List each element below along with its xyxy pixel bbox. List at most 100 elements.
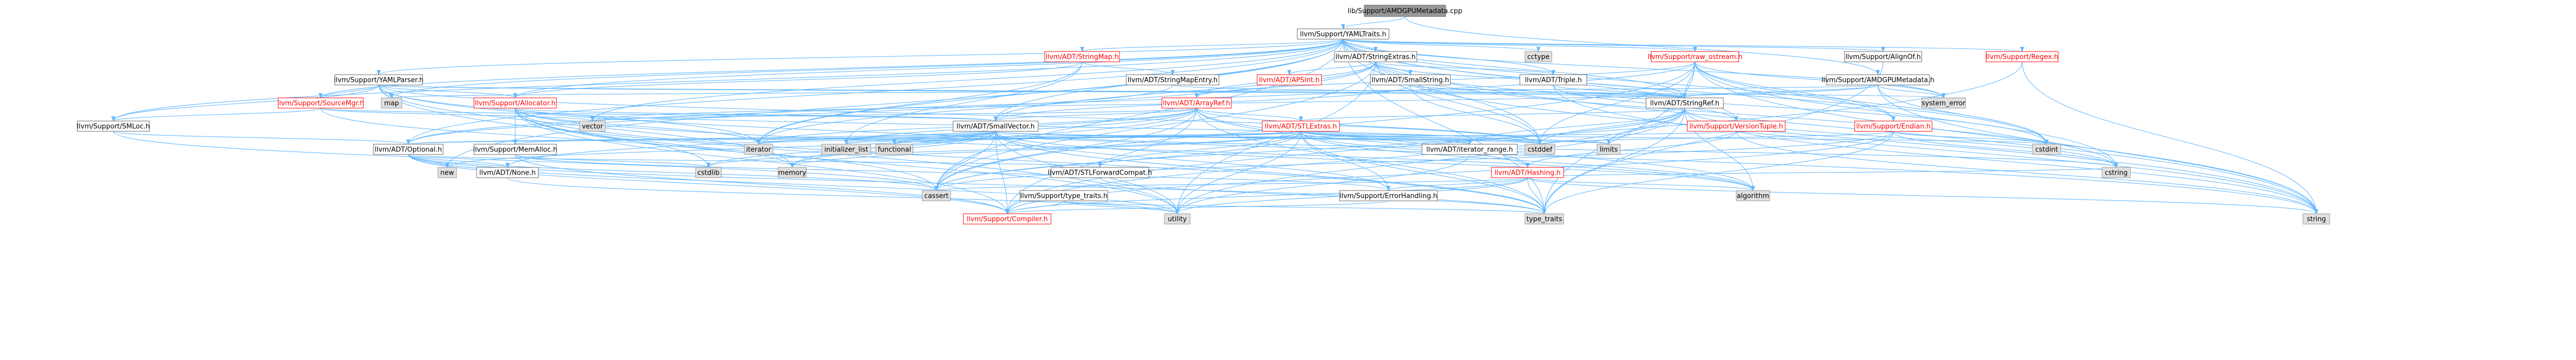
edge-stringextras-to-string	[1375, 61, 2318, 214]
node-versiontuple[interactable]: llvm/Support/VersionTuple.h	[1687, 121, 1786, 132]
node-type_traits[interactable]: type_traits	[1524, 213, 1564, 225]
node-string[interactable]: string	[2302, 213, 2330, 225]
node-label: llvm/Support/type_traits.h	[1020, 193, 1108, 200]
node-apsint[interactable]: llvm/ADT/APSInt.h	[1257, 74, 1322, 85]
edge-iterator_range-to-utility	[1175, 154, 1470, 214]
edge-yamltraits-to-stringmap	[1080, 39, 1344, 52]
node-none[interactable]: llvm/ADT/None.h	[476, 167, 539, 178]
dependency-edges	[111, 16, 2318, 214]
edge-stringmap-to-iterator	[756, 61, 1083, 145]
edge-yamlparser-to-allocator	[378, 84, 517, 98]
node-raw_ostream[interactable]: llvm/Support/raw_ostream.h	[1648, 51, 1742, 62]
node-limits[interactable]: limits	[1597, 144, 1621, 155]
node-box	[476, 167, 539, 178]
node-errorhandling[interactable]: llvm/Support/ErrorHandling.h	[1339, 190, 1438, 201]
node-stringmap[interactable]: llvm/ADT/StringMap.h	[1044, 51, 1120, 62]
node-label: llvm/Support/Allocator.h	[475, 100, 556, 108]
edge-regex-to-compiler	[1005, 61, 2023, 214]
node-allocator[interactable]: llvm/Support/Allocator.h	[473, 97, 557, 109]
node-root[interactable]: lib/Support/AMDGPUMetadata.cpp	[1348, 5, 1463, 17]
edge-stringextras-to-cassert	[934, 61, 1376, 191]
node-label: llvm/ADT/Optional.h	[375, 146, 442, 154]
edge-amdgpumeta-to-map	[391, 84, 1878, 98]
node-cstring[interactable]: cstring	[2102, 167, 2131, 178]
edge-amdgpumeta-to-stringref	[1683, 84, 1878, 98]
node-box	[2032, 144, 2061, 155]
edge-yamltraits-to-type_traits	[1343, 39, 1547, 214]
node-new[interactable]: new	[437, 167, 457, 178]
node-optional[interactable]: llvm/ADT/Optional.h	[373, 144, 444, 155]
node-triple[interactable]: llvm/ADT/Triple.h	[1519, 74, 1587, 85]
node-label: system_error	[1922, 100, 1966, 108]
edge-stringref-to-stlextras	[1299, 108, 1685, 122]
node-stringmapentry[interactable]: llvm/ADT/StringMapEntry.h	[1126, 74, 1219, 85]
node-yamltraits[interactable]: llvm/Support/YAMLTraits.h	[1297, 28, 1389, 40]
node-cassert[interactable]: cassert	[922, 190, 951, 201]
node-cstdlib[interactable]: cstdlib	[695, 167, 722, 178]
node-box	[1044, 51, 1120, 62]
node-cctype[interactable]: cctype	[1524, 51, 1552, 62]
node-iterator_range[interactable]: llvm/ADT/iterator_range.h	[1421, 144, 1518, 155]
edge-amdgpumeta-to-cstdint	[1877, 84, 2049, 145]
edge-stringextras-to-apsint	[1287, 61, 1376, 75]
node-label: llvm/ADT/StringMapEntry.h	[1128, 77, 1218, 84]
edge-smallvector-to-iterator_range	[995, 131, 1471, 145]
node-vector[interactable]: vector	[579, 121, 606, 132]
edge-smallvector-to-cassert	[934, 131, 996, 191]
node-amdgpumeta[interactable]: llvm/Support/AMDGPUMetadata.h	[1821, 74, 1935, 85]
edge-raw_ostream-to-cstring	[1694, 61, 2119, 168]
node-stlforward[interactable]: llvm/ADT/STLForwardCompat.h	[1048, 167, 1152, 178]
node-stringref[interactable]: llvm/ADT/StringRef.h	[1646, 97, 1724, 109]
node-sourcemgr[interactable]: llvm/Support/SourceMgr.h	[277, 97, 364, 109]
node-algorithm[interactable]: algorithm	[1736, 190, 1770, 201]
node-yamlparser[interactable]: llvm/Support/YAMLParser.h	[334, 74, 423, 85]
node-initializer_list[interactable]: initializer_list	[821, 144, 871, 155]
node-label: llvm/Support/SourceMgr.h	[277, 100, 364, 108]
edge-stlextras-to-utility	[1175, 131, 1301, 214]
node-box	[1020, 190, 1108, 201]
node-label: llvm/ADT/ArrayRef.h	[1163, 100, 1230, 108]
node-label: llvm/Support/Endian.h	[1856, 123, 1931, 131]
node-utility[interactable]: utility	[1164, 213, 1191, 225]
node-functional[interactable]: functional	[875, 144, 913, 155]
node-cstdint[interactable]: cstdint	[2032, 144, 2061, 155]
node-arrayref[interactable]: llvm/ADT/ArrayRef.h	[1161, 97, 1232, 109]
node-smallvector[interactable]: llvm/ADT/SmallVector.h	[953, 121, 1039, 132]
node-box	[77, 121, 150, 132]
edge-memalloc-to-compiler	[515, 154, 1009, 214]
node-map[interactable]: map	[381, 97, 402, 109]
edge-stringmap-to-initializer_list	[844, 61, 1083, 145]
node-stlextras[interactable]: llvm/ADT/STLExtras.h	[1262, 121, 1340, 132]
node-alignof[interactable]: llvm/Support/AlignOf.h	[1844, 51, 1922, 62]
node-compiler[interactable]: llvm/Support/Compiler.h	[963, 213, 1052, 225]
node-system_error[interactable]: system_error	[1921, 97, 1966, 109]
edge-hashing-to-errorhandling	[1386, 177, 1528, 191]
node-smallstring[interactable]: llvm/ADT/SmallString.h	[1370, 74, 1451, 85]
node-box	[1364, 5, 1446, 17]
edge-arrayref-to-stlextras	[1196, 108, 1303, 122]
node-regex[interactable]: llvm/Support/Regex.h	[1986, 51, 2059, 62]
edge-sourcemgr-to-memory	[320, 108, 794, 168]
edge-stlextras-to-cstdint	[1300, 131, 2048, 145]
node-smloc[interactable]: llvm/Support/SMLoc.h	[77, 121, 150, 132]
edge-versiontuple-to-hashing	[1526, 131, 1737, 168]
node-box	[1491, 167, 1564, 178]
node-iterator[interactable]: iterator	[744, 144, 773, 155]
node-cstddef[interactable]: cstddef	[1524, 144, 1555, 155]
node-box	[1597, 144, 1621, 155]
node-hashing[interactable]: llvm/ADT/Hashing.h	[1491, 167, 1564, 178]
edge-stlextras-to-optional	[406, 131, 1301, 145]
node-box	[278, 97, 364, 109]
node-label: initializer_list	[824, 146, 868, 154]
edge-yamltraits-to-regex	[1343, 39, 2024, 52]
node-stringextras[interactable]: llvm/ADT/StringExtras.h	[1334, 51, 1417, 62]
node-memory[interactable]: memory	[777, 167, 807, 178]
node-label: llvm/ADT/iterator_range.h	[1426, 146, 1513, 154]
edge-stringref-to-utility	[1175, 108, 1685, 214]
edge-yamltraits-to-system_error	[1343, 39, 1946, 98]
node-typetraits[interactable]: llvm/Support/type_traits.h	[1020, 190, 1108, 201]
node-endian[interactable]: llvm/Support/Endian.h	[1854, 121, 1933, 132]
node-memalloc[interactable]: llvm/Support/MemAlloc.h	[473, 144, 557, 155]
edge-yamltraits-to-map	[389, 39, 1344, 98]
edge-root-to-yamltraits	[1341, 16, 1405, 29]
